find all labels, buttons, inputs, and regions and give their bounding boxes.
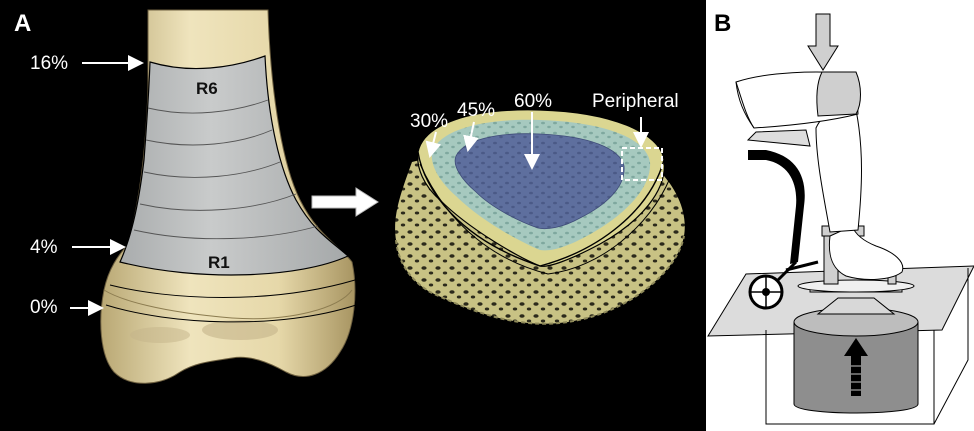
label-16-percent: 16% — [30, 54, 68, 73]
label-4-percent: 4% — [30, 238, 57, 257]
force-down-arrow — [808, 14, 838, 70]
panel-a-letter: A — [14, 12, 31, 36]
panel-b: B — [706, 0, 974, 431]
roi-shaded-region — [120, 56, 348, 275]
label-0-percent: 0% — [30, 298, 57, 317]
leg — [816, 108, 862, 232]
label-r6: R6 — [196, 80, 218, 97]
label-30-percent: 30% — [410, 112, 448, 131]
transition-arrow — [312, 188, 378, 216]
label-45-percent: 45% — [457, 101, 495, 120]
label-r1: R1 — [208, 254, 230, 271]
panel-b-illustration — [706, 0, 974, 431]
panel-b-letter: B — [714, 12, 731, 36]
panel-a: A 16% 4% 0% R6 R1 30% 45% 60% Peripheral — [0, 0, 706, 431]
loading-pad — [817, 72, 861, 116]
label-peripheral: Peripheral — [592, 92, 679, 111]
panel-a-illustration — [0, 0, 706, 431]
label-60-percent: 60% — [514, 92, 552, 111]
